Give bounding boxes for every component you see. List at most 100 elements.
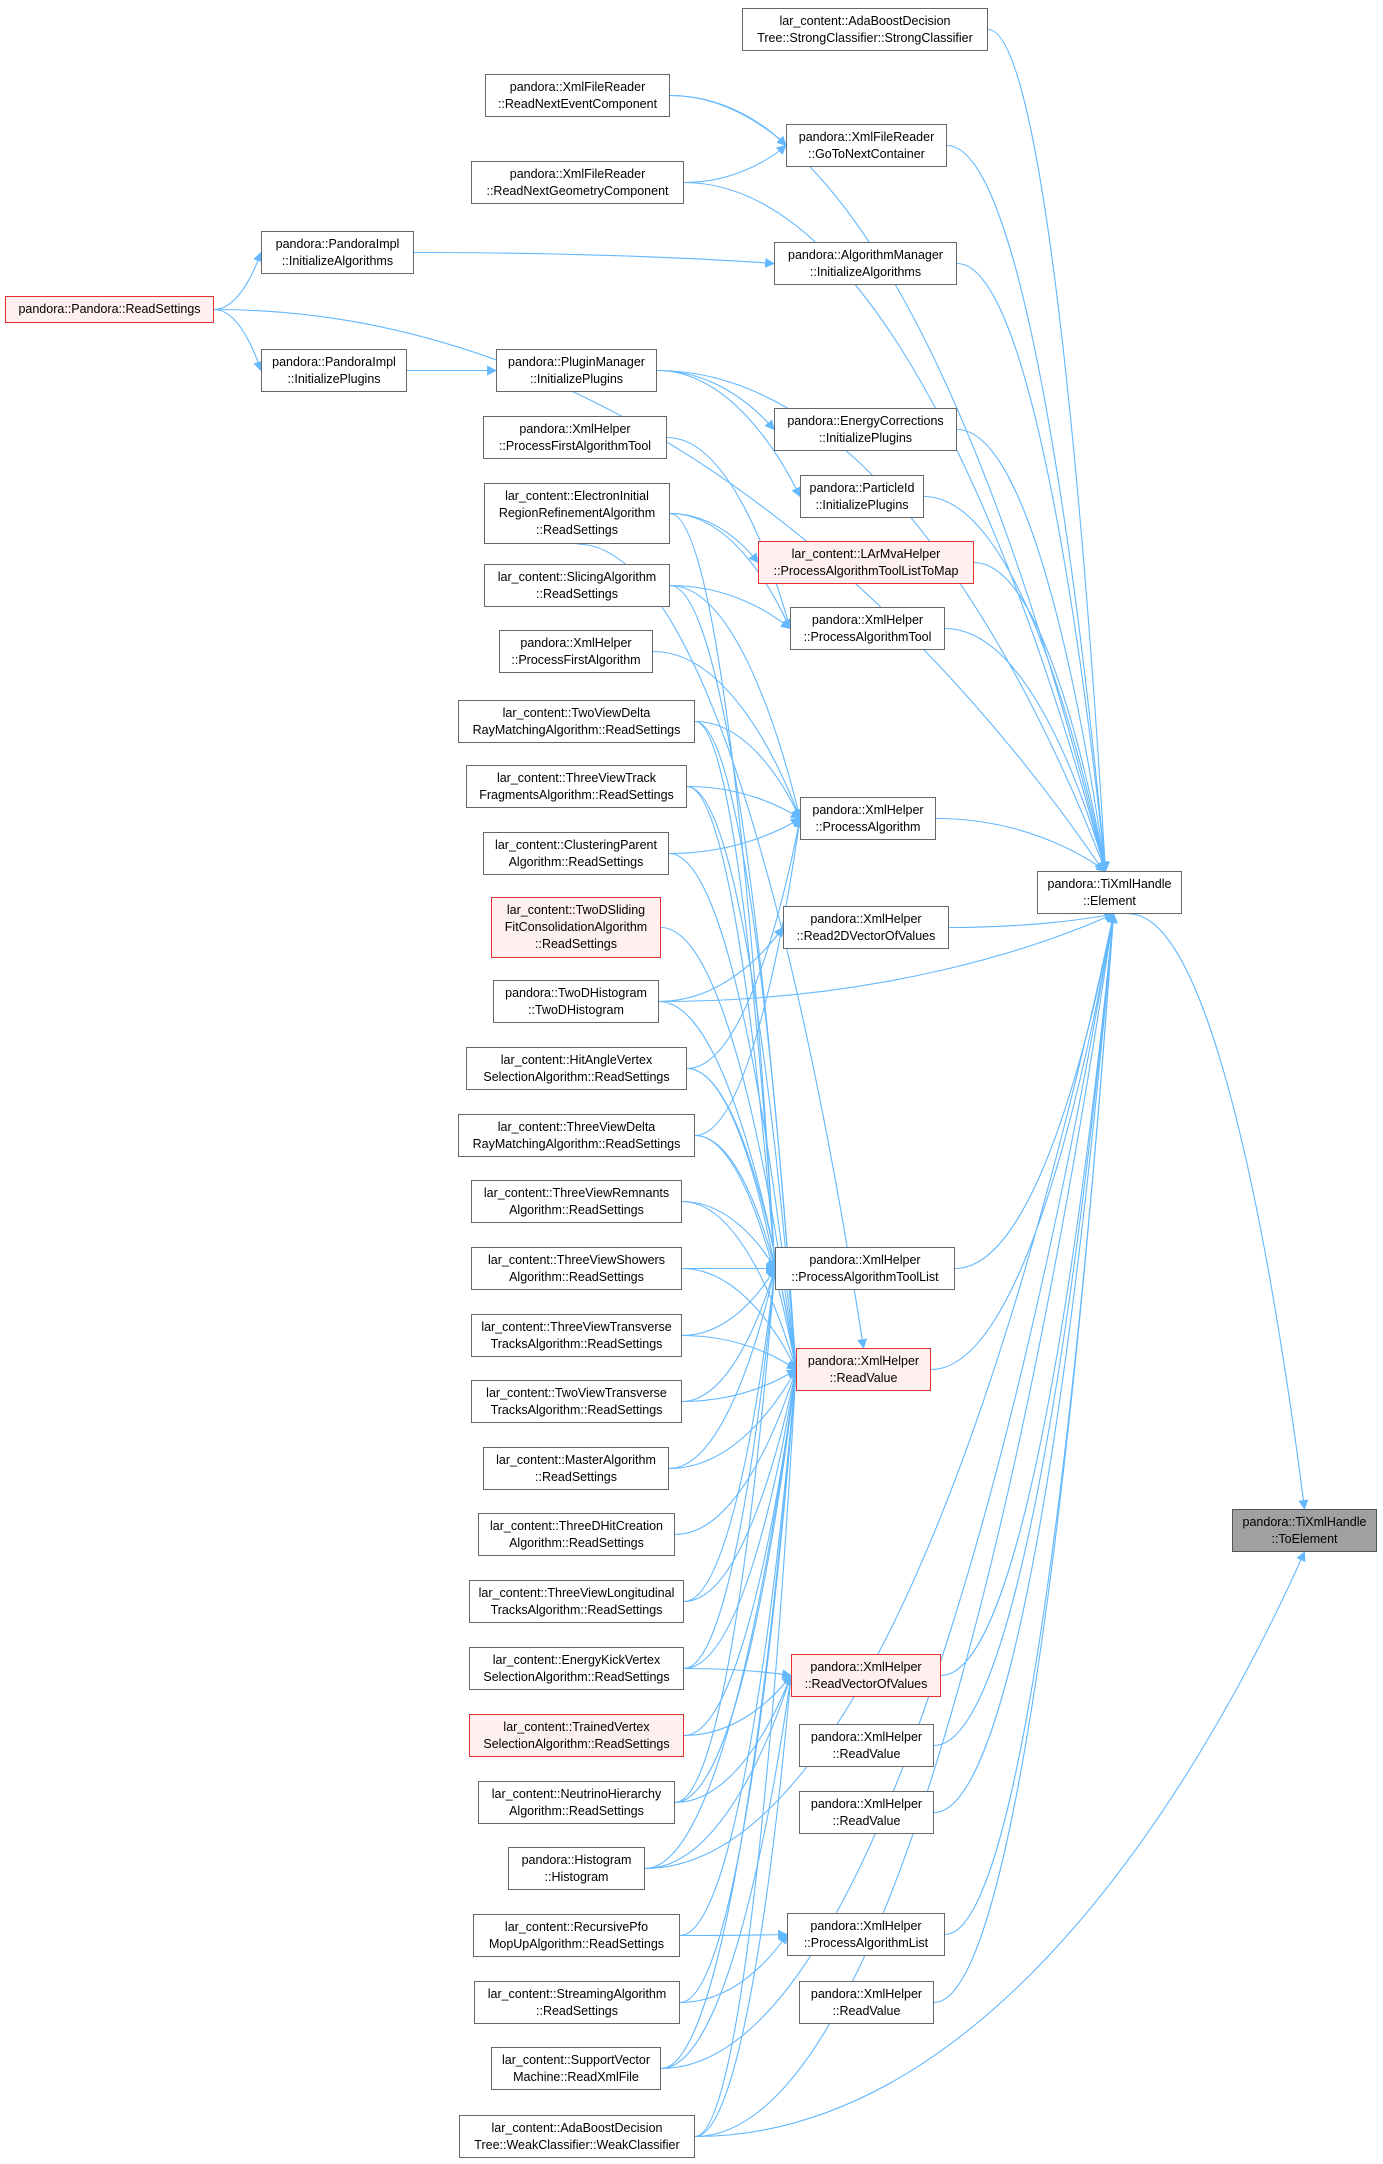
node-pandora-read[interactable]: pandora::Pandora::ReadSettings — [5, 296, 214, 323]
edge-thvdRay-to-xhPA — [694, 817, 804, 1137]
node-label-line: MopUpAlgorithm::ReadSettings — [488, 1936, 665, 1951]
node-xfr-geom[interactable]: pandora::XmlFileReader::ReadNextGeometry… — [471, 161, 684, 204]
node-label-line: lar_content::NeutrinoHierarchy — [491, 1786, 662, 1801]
node-label-line: lar_content::ThreeViewTransverse — [481, 1319, 672, 1334]
edge-tvRemn-to-xhRV — [681, 1200, 799, 1371]
node-lmva[interactable]: lar_content::LArMvaHelper::ProcessAlgori… — [758, 541, 974, 584]
node-label-line: pandora::XmlHelper — [810, 1659, 922, 1674]
edge-tvdRay-to-xhPA — [694, 720, 801, 820]
node-label-line: pandora::EnergyCorrections — [787, 413, 944, 428]
edge-tvTransT-to-xhRV — [681, 1334, 797, 1371]
node-xfr-go-to[interactable]: pandora::XmlFileReader::GoToNextContaine… — [786, 124, 947, 167]
node-streaming[interactable]: lar_content::StreamingAlgorithm::ReadSet… — [474, 1981, 680, 2024]
node-pm-init-plug[interactable]: pandora::PluginManager::InitializePlugin… — [496, 349, 657, 392]
node-label-line: FragmentsAlgorithm::ReadSettings — [479, 787, 674, 802]
node-am-init-alg[interactable]: pandora::AlgorithmManager::InitializeAlg… — [774, 242, 957, 285]
node-xfr-event[interactable]: pandora::XmlFileReader::ReadNextEventCom… — [485, 74, 670, 117]
edge-slicing-to-xhPA — [669, 584, 803, 820]
node-label-line: ::ReadNextGeometryComponent — [486, 183, 669, 198]
edge-xfrEvent-to-tiElement — [669, 94, 1109, 872]
node-two-d-hist[interactable]: pandora::TwoDHistogram::TwoDHistogram — [493, 980, 659, 1023]
node-label-line: ::InitializeAlgorithms — [809, 264, 922, 279]
edge-svm-to-xhRV — [660, 1368, 801, 2070]
node-xh-r-v[interactable]: pandora::XmlHelper::ReadValue — [796, 1348, 931, 1391]
node-label-line: ::ProcessAlgorithmToolListToMap — [773, 563, 959, 578]
node-label-line: pandora::XmlHelper — [519, 421, 631, 436]
edge-ecInit-to-tiElement — [956, 428, 1110, 872]
node-label-line: ::ProcessAlgorithmToolList — [791, 1269, 939, 1284]
node-xh-p-f-a[interactable]: pandora::XmlHelper::ProcessFirstAlgorith… — [499, 630, 653, 673]
node-label-line: ::TwoDHistogram — [528, 1002, 624, 1017]
node-label-line: ::ReadSettings — [536, 2003, 618, 2018]
edge-tvShow-to-xhRV — [681, 1267, 797, 1371]
edge-pandoraRead-to-piInitPlug — [213, 308, 263, 372]
edge-twoDHist-to-xhR2D — [658, 926, 784, 1003]
edge-clustParent-to-xhPA — [668, 817, 801, 855]
node-xh-r2-d[interactable]: pandora::XmlHelper::Read2DVectorOfValues — [783, 906, 949, 949]
node-xh-p-a[interactable]: pandora::XmlHelper::ProcessAlgorithm — [800, 797, 936, 840]
node-label-line: SelectionAlgorithm::ReadSettings — [483, 1069, 670, 1084]
node-xh-p-f-a-t[interactable]: pandora::XmlHelper::ProcessFirstAlgorith… — [483, 416, 667, 459]
node-xh-r-v-v[interactable]: pandora::XmlHelper::ReadVectorOfValues — [791, 1654, 941, 1697]
node-hist[interactable]: pandora::Histogram::Histogram — [508, 1847, 645, 1890]
edge-piInitAlg-to-amInitAlg — [413, 251, 775, 268]
edge-hist-to-tiElement — [644, 913, 1117, 1870]
node-label-line: lar_content::ClusteringParent — [495, 837, 657, 852]
node-label-line: pandora::XmlFileReader — [509, 79, 646, 94]
node-master[interactable]: lar_content::MasterAlgorithm::ReadSettin… — [483, 1447, 669, 1490]
node-xh-p-a-t-l[interactable]: pandora::XmlHelper::ProcessAlgorithmTool… — [775, 1247, 955, 1290]
node-label-line: SelectionAlgorithm::ReadSettings — [483, 1669, 670, 1684]
node-xh-r-v4[interactable]: pandora::XmlHelper::ReadValue — [799, 1981, 934, 2024]
node-xh-r-v2[interactable]: pandora::XmlHelper::ReadValue — [799, 1724, 934, 1767]
edge-adaWeak-to-xhRVV — [694, 1674, 796, 2138]
node-label-line: ::InitializeAlgorithms — [281, 253, 394, 268]
node-label-line: lar_content::AdaBoostDecision — [491, 2120, 663, 2135]
node-ec-init[interactable]: pandora::EnergyCorrections::InitializePl… — [774, 408, 957, 451]
edge-xhPFA-to-xhPA — [652, 650, 802, 820]
edge-master-to-xhRV — [668, 1368, 797, 1470]
node-pid-init[interactable]: pandora::ParticleId::InitializePlugins — [800, 475, 924, 518]
node-label-line: TracksAlgorithm::ReadSettings — [490, 1336, 663, 1351]
node-xh-r-v3[interactable]: pandora::XmlHelper::ReadValue — [799, 1791, 934, 1834]
edge-xhPFAT-to-xhPAT — [666, 436, 793, 630]
edge-twoDHist-to-tiElement — [658, 913, 1115, 1003]
node-label-line: ::ReadSettings — [535, 1469, 617, 1484]
node-pi-init-alg[interactable]: pandora::PandoraImpl::InitializeAlgorith… — [261, 231, 414, 274]
edge-xhRV4-to-tiElement — [933, 913, 1118, 2004]
node-label-line: ::ReadSettings — [536, 523, 618, 537]
node-label-line: ::ReadSettings — [536, 586, 618, 601]
node-pi-init-plug[interactable]: pandora::PandoraImpl::InitializePlugins — [261, 349, 407, 392]
edge-slicing-to-xhPAT — [669, 584, 791, 630]
node-xh-p-a-t[interactable]: pandora::XmlHelper::ProcessAlgorithmTool — [790, 607, 945, 650]
edge-xfrGoTo-to-tiElement — [946, 144, 1110, 872]
node-label-line: ::Read2DVectorOfValues — [796, 928, 936, 943]
node-label-line: pandora::Histogram — [521, 1852, 632, 1867]
node-label-line: ::Histogram — [544, 1869, 609, 1884]
node-xh-p-a-l[interactable]: pandora::XmlHelper::ProcessAlgorithmList — [787, 1913, 945, 1956]
edge-xhRVV-to-tiElement — [940, 913, 1118, 1677]
node-slicing[interactable]: lar_content::SlicingAlgorithm::ReadSetti… — [484, 564, 670, 607]
edge-eirr-to-xhPAT — [669, 512, 791, 630]
node-ti-element[interactable]: pandora::TiXmlHandle::Element — [1037, 871, 1182, 914]
edge-recPfo-to-xhPAL — [679, 1929, 788, 1940]
